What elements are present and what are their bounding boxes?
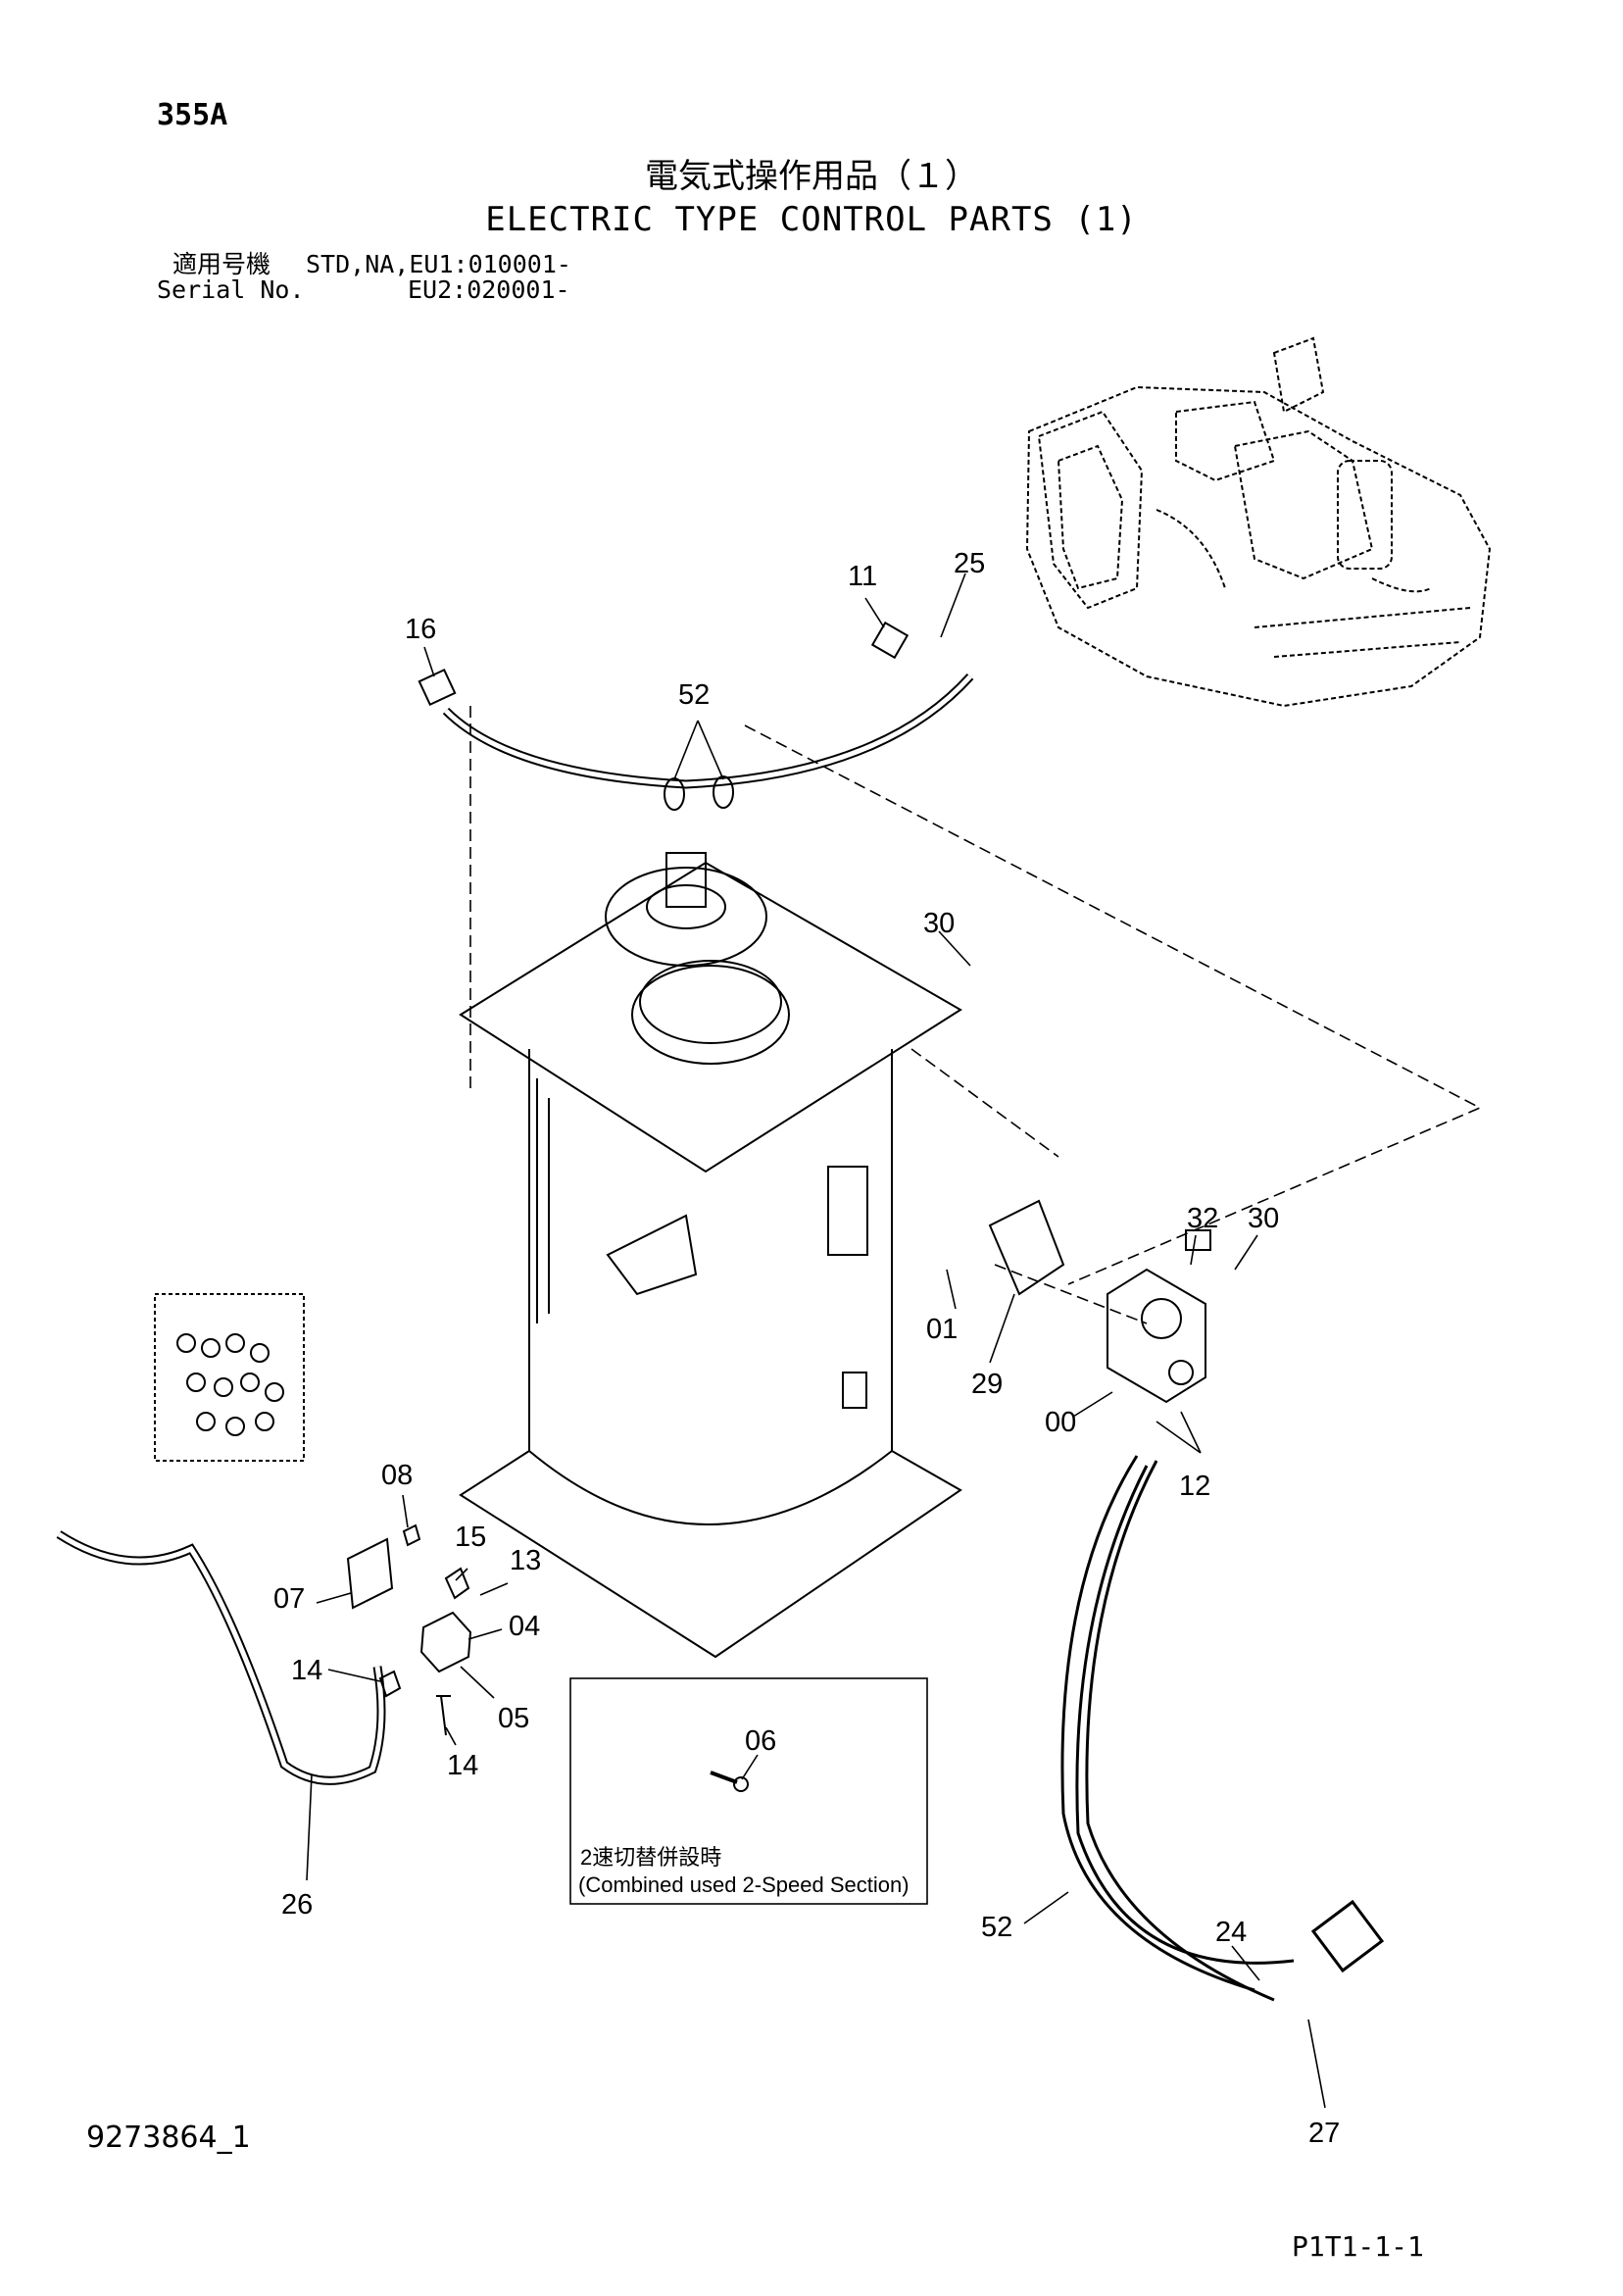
solenoid-valve-assembly	[988, 1199, 1211, 1404]
callout-15: 15	[455, 1522, 486, 1553]
lower-right-hoses	[1060, 1455, 1385, 2002]
callout-14-left: 14	[291, 1655, 322, 1686]
two-speed-inset-frame	[569, 1677, 928, 1905]
manifold-block-assembly	[346, 1523, 472, 1736]
callout-52-lower: 52	[981, 1912, 1012, 1943]
callout-16: 16	[405, 614, 436, 645]
callout-25: 25	[954, 548, 985, 579]
callout-24: 24	[1215, 1917, 1247, 1948]
model-code: 355A	[157, 98, 228, 132]
pilot-valve-housing	[459, 852, 962, 1659]
callout-05: 05	[498, 1703, 529, 1734]
page-code: P1T1-1-1	[1292, 2230, 1424, 2263]
installation-guide-lines	[469, 706, 1482, 1324]
callout-30-upper: 30	[923, 908, 955, 939]
upper-hose-assembly	[418, 621, 974, 811]
callout-32: 32	[1187, 1203, 1218, 1234]
excavator-overview-illustration	[1025, 336, 1492, 708]
callout-14-lower: 14	[447, 1750, 478, 1781]
callout-07: 07	[273, 1583, 305, 1615]
callout-08: 08	[381, 1460, 413, 1491]
callout-01: 01	[926, 1314, 958, 1345]
callout-29: 29	[971, 1369, 1003, 1400]
callout-52-upper: 52	[678, 679, 710, 711]
bolt-06-illustration	[710, 1771, 749, 1792]
callout-30-right: 30	[1248, 1203, 1279, 1234]
callout-06: 06	[745, 1725, 776, 1757]
serial-number-label: Serial No.	[157, 275, 305, 304]
callout-27: 27	[1308, 2118, 1340, 2149]
drawing-number: 9273864_1	[86, 2121, 251, 2155]
serial-range-line-1: STD,NA,EU1:010001-	[306, 250, 571, 278]
callout-11: 11	[848, 561, 877, 592]
inset-note-english: (Combined used 2-Speed Section)	[578, 1872, 910, 1897]
callout-12: 12	[1179, 1471, 1210, 1502]
page-title-english: ELECTRIC TYPE CONTROL PARTS (1)	[485, 200, 1138, 239]
applicable-label-japanese: 適用号機	[172, 250, 271, 278]
control-valve-inset-illustration	[154, 1293, 305, 1462]
serial-range-line-2: EU2:020001-	[408, 275, 570, 304]
inset-note-japanese: 2速切替併設時	[580, 1845, 721, 1870]
callout-leader-lines	[306, 573, 1326, 2109]
callout-00: 00	[1045, 1407, 1076, 1438]
callout-13: 13	[510, 1545, 541, 1576]
callout-26: 26	[281, 1889, 313, 1921]
page-title-japanese: 電気式操作用品（１）	[645, 157, 978, 196]
callout-04: 04	[509, 1611, 540, 1642]
left-hose-assembly	[56, 1530, 386, 1785]
